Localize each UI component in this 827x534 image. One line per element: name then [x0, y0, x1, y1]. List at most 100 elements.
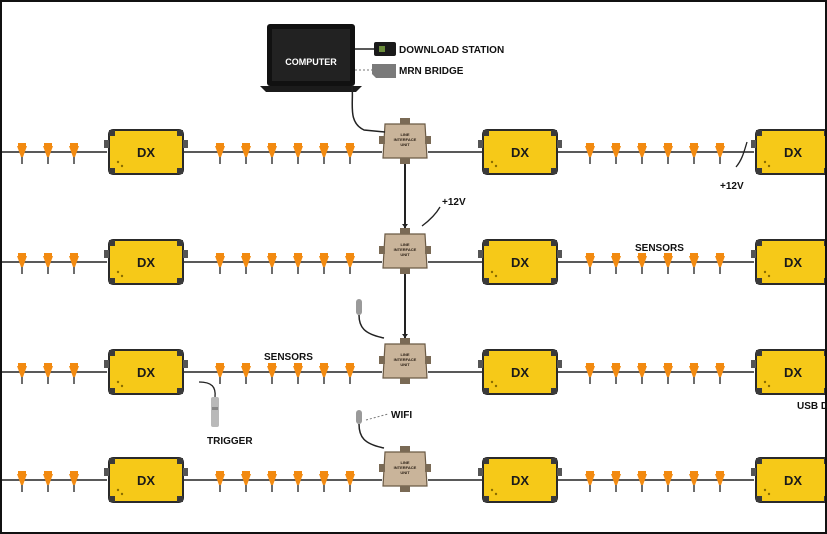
liu-label: INTERFACE: [394, 247, 417, 252]
dx-unit-label: DX: [784, 473, 802, 488]
sensor: [16, 362, 28, 385]
sensor: [344, 142, 356, 165]
dx-unit: DX: [104, 457, 188, 503]
sensor: [688, 362, 700, 385]
sensor: [636, 470, 648, 493]
sensor: [240, 362, 252, 385]
plus12v-top-connector: [735, 141, 748, 168]
dx-unit: DX: [751, 349, 825, 395]
dx-unit-label: DX: [137, 255, 155, 270]
dx-unit-label: DX: [137, 145, 155, 160]
sensor: [344, 470, 356, 493]
sensor: [318, 252, 330, 275]
computer-base: [260, 86, 362, 92]
sensor: [42, 470, 54, 493]
sensor: [584, 362, 596, 385]
liu-label: INTERFACE: [394, 465, 417, 470]
sensor: [584, 252, 596, 275]
link-arrow: [402, 224, 408, 228]
plus12v-row2-label: +12V: [442, 197, 466, 208]
computer-label: COMPUTER: [285, 57, 337, 67]
wifi-antenna-icon: [356, 410, 389, 449]
trigger-label: TRIGGER: [207, 436, 253, 447]
dx-unit-label: DX: [784, 255, 802, 270]
liu-label: LINE: [400, 352, 409, 357]
liu-label: UNIT: [400, 362, 410, 367]
sensor: [42, 142, 54, 165]
sensor: [714, 252, 726, 275]
sensor: [636, 142, 648, 165]
sensor: [42, 362, 54, 385]
liu-label: UNIT: [400, 252, 410, 257]
sensor: [266, 142, 278, 165]
sensor: [714, 362, 726, 385]
sensor: [610, 252, 622, 275]
sensor: [584, 470, 596, 493]
dx-unit-label: DX: [511, 255, 529, 270]
sensor: [344, 362, 356, 385]
sensor: [240, 142, 252, 165]
liu-label: LINE: [400, 242, 409, 247]
dx-unit: DX: [104, 129, 188, 175]
sensor: [16, 142, 28, 165]
dx-unit-label: DX: [784, 145, 802, 160]
sensor: [16, 470, 28, 493]
sensor: [214, 142, 226, 165]
sensor: [636, 362, 648, 385]
dx-unit: DX: [478, 349, 562, 395]
sensor: [688, 142, 700, 165]
sensor: [292, 470, 304, 493]
sensor: [714, 470, 726, 493]
dx-unit-label: DX: [137, 365, 155, 380]
sensor: [318, 362, 330, 385]
dx-unit: DX: [751, 457, 825, 503]
plus12v-top-label: +12V: [720, 181, 744, 192]
sensor: [636, 252, 648, 275]
sensor: [292, 142, 304, 165]
liu-label: UNIT: [400, 142, 410, 147]
trigger-icon: [198, 381, 219, 427]
download-station-label: DOWNLOAD STATION: [399, 45, 504, 56]
dx-unit: DX: [104, 239, 188, 285]
download-station: DOWNLOAD STATION: [355, 42, 504, 56]
usb-label: USB D: [797, 401, 827, 412]
sensor: [214, 362, 226, 385]
sensor: [68, 362, 80, 385]
dx-unit-label: DX: [511, 365, 529, 380]
dx-unit: DX: [751, 129, 825, 175]
dx-unit: DX: [478, 239, 562, 285]
sensor: [662, 470, 674, 493]
sensor-layer: [16, 142, 726, 493]
liu-label: INTERFACE: [394, 137, 417, 142]
sensor: [292, 362, 304, 385]
sensor: [16, 252, 28, 275]
sensor: [240, 470, 252, 493]
sensors-row3-label: SENSORS: [264, 352, 313, 363]
mrn-bridge-label: MRN BRIDGE: [399, 66, 464, 77]
sensor: [610, 470, 622, 493]
antenna-icon: [356, 299, 385, 339]
sensor: [610, 142, 622, 165]
computer-to-liu-cable: [351, 85, 386, 133]
computer: COMPUTER: [260, 24, 362, 92]
dx-unit-label: DX: [511, 473, 529, 488]
cable-layer: [2, 151, 754, 481]
sensor: [662, 252, 674, 275]
sensor: [68, 470, 80, 493]
sensor: [68, 252, 80, 275]
mrn-bridge-icon: [372, 64, 396, 78]
dx-unit-label: DX: [511, 145, 529, 160]
sensor: [688, 470, 700, 493]
sensor: [610, 362, 622, 385]
sensor: [584, 142, 596, 165]
sensor: [292, 252, 304, 275]
sensor: [318, 470, 330, 493]
dx-unit: DX: [478, 129, 562, 175]
dx-unit-label: DX: [137, 473, 155, 488]
